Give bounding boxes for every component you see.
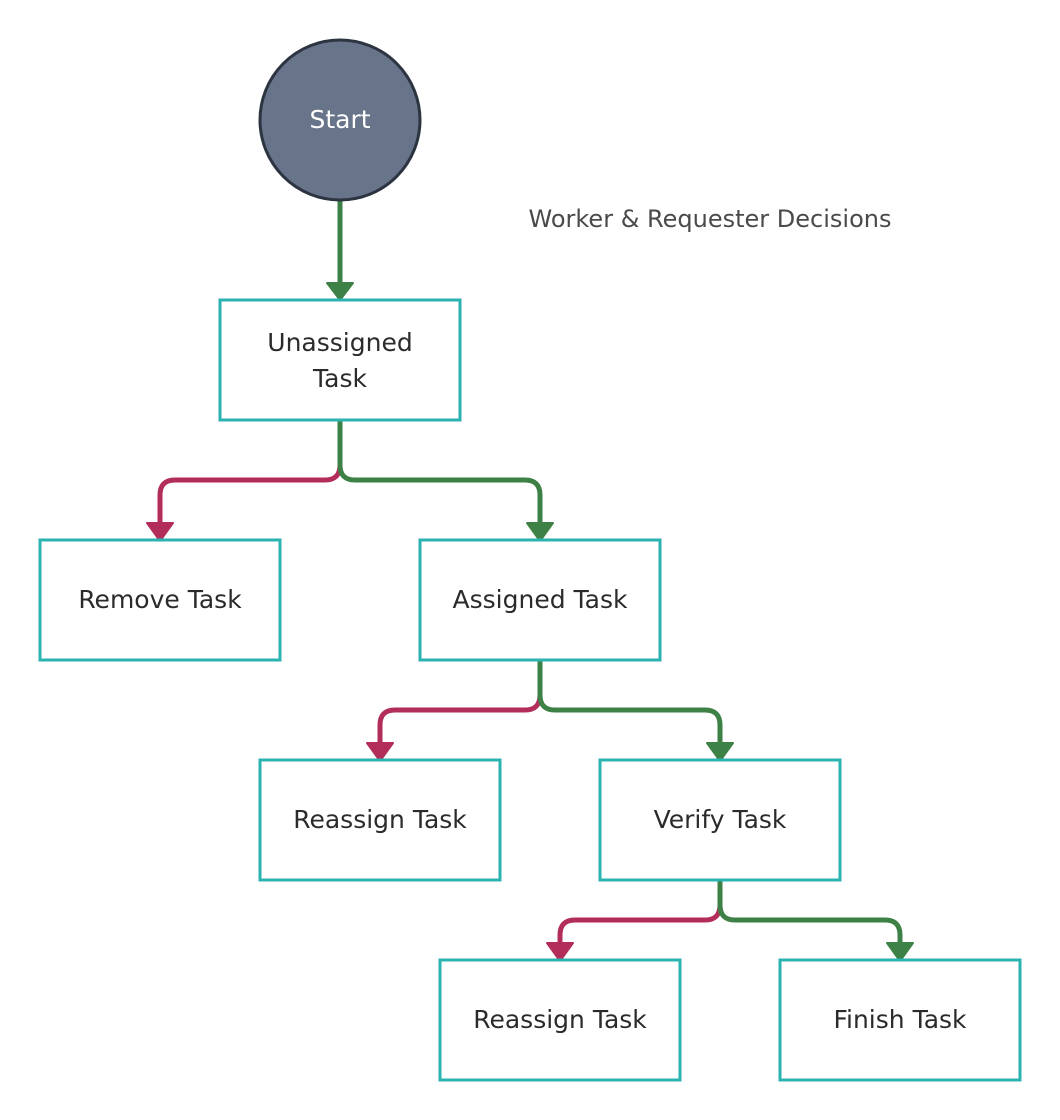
start-circle <box>258 38 422 202</box>
node-label: Remove Task <box>78 585 242 614</box>
edges <box>146 197 914 962</box>
node-assigned-task[interactable]: Assigned Task <box>418 538 662 662</box>
node-box <box>598 758 842 882</box>
arrowhead-finish <box>886 942 914 962</box>
start-node[interactable]: Start <box>258 38 422 202</box>
diagram-title: Worker & Requester Decisions <box>529 205 892 233</box>
node-verify-task[interactable]: Verify Task <box>598 758 842 882</box>
arrowhead-assigned <box>526 522 554 542</box>
arrowhead-reassign-1 <box>366 742 394 762</box>
node-label-line-1: Unassigned <box>267 328 412 357</box>
arrowhead-remove <box>146 522 174 542</box>
node-reassign-task-1[interactable]: Reassign Task <box>258 758 502 882</box>
node-box <box>778 958 1022 1082</box>
edge-assigned-to-reassign-1 <box>377 657 543 748</box>
edge-unassigned-to-remove <box>157 417 343 528</box>
start-label: Start <box>309 105 370 134</box>
arrowhead-verify <box>706 742 734 762</box>
node-remove-task[interactable]: Remove Task <box>38 538 282 662</box>
node-label-line-2: Task <box>312 364 367 393</box>
node-label: Verify Task <box>654 805 787 834</box>
edge-assigned-to-verify <box>537 657 723 748</box>
edge-verify-to-finish <box>717 877 903 948</box>
node-box <box>438 958 682 1082</box>
node-reassign-task-2[interactable]: Reassign Task <box>438 958 682 1082</box>
arrowhead-reassign-2 <box>546 942 574 962</box>
node-label: Reassign Task <box>293 805 467 834</box>
edge-verify-to-reassign-2 <box>557 877 723 948</box>
node-finish-task[interactable]: Finish Task <box>778 958 1022 1082</box>
arrowhead-unassigned <box>326 282 354 301</box>
node-box <box>38 538 282 662</box>
node-label: Reassign Task <box>473 1005 647 1034</box>
edge-unassigned-to-assigned <box>337 417 543 528</box>
node-box <box>418 538 662 662</box>
node-label: Finish Task <box>833 1005 967 1034</box>
node-unassigned-task[interactable]: Unassigned Task <box>218 298 462 422</box>
node-label: Assigned Task <box>453 585 628 614</box>
node-box <box>258 758 502 882</box>
node-box <box>218 298 462 422</box>
